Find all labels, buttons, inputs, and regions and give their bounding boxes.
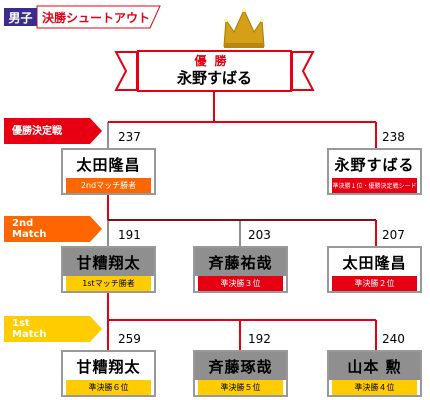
player-card-final-2: 永野すばる 準決勝１位・優勝決定戦シード [327,148,422,195]
page-title: 決勝シュートアウト [42,10,151,25]
player-card-second-1: 甘糟翔太 1stマッチ勝者 [61,246,156,293]
player-name: 太田隆昌 [63,150,154,178]
ribbon-left [114,51,138,91]
score-first-3: 240 [382,332,405,346]
player-name: 斉藤祐哉 [195,248,286,276]
crown-icon [223,8,265,48]
player-card-final-1: 太田隆昌 2ndマッチ勝者 [61,148,156,195]
score-first-2: 192 [248,332,271,346]
ribbon-right [291,51,315,91]
player-note: 準決勝１位・優勝決定戦シード [332,178,417,193]
player-note: 準決勝６位 [66,380,151,395]
tag-final-shape [4,118,102,144]
score-second-1: 191 [118,228,141,242]
score-final-1: 237 [118,130,141,144]
champion-box: 優勝 永野すばる [137,50,292,92]
player-card-first-1: 甘糟翔太 準決勝６位 [61,350,156,397]
round-tag-second: 2nd Match [4,216,102,242]
player-name: 甘糟翔太 [63,248,154,276]
round-tag-first: 1st Match [4,316,102,342]
player-name: 山本 勲 [329,352,420,380]
round-tag-second-label: 2nd Match [12,218,47,240]
tag-second-shape [4,216,102,242]
player-note: 2ndマッチ勝者 [66,178,151,193]
player-card-first-2: 斉藤琢哉 準決勝５位 [193,350,288,397]
score-first-1: 259 [118,332,141,346]
score-final-2: 238 [382,130,405,144]
champion-label: 優勝 [194,54,235,68]
player-note: 準決勝５位 [198,380,283,395]
round-tag-first-label: 1st Match [12,318,47,340]
score-second-3: 207 [382,228,405,242]
header-banner [36,5,161,29]
player-card-second-2: 斉藤祐哉 準決勝３位 [193,246,288,293]
player-note: 準決勝３位 [198,276,283,291]
player-note: 準決勝２位 [332,276,417,291]
gender-badge: 男子 [4,8,37,26]
champion-name: 永野すばる [176,69,252,87]
round-tag-final-label: 優勝決定戦 [12,125,62,137]
player-card-second-3: 太田隆昌 準決勝２位 [327,246,422,293]
player-card-first-3: 山本 勲 準決勝４位 [327,350,422,397]
score-second-2: 203 [248,228,271,242]
player-note: 準決勝４位 [332,380,417,395]
player-name: 斉藤琢哉 [195,352,286,380]
player-name: 太田隆昌 [329,248,420,276]
round-tag-final: 優勝決定戦 [4,118,102,144]
player-name: 永野すばる [329,150,420,178]
player-note: 1stマッチ勝者 [66,276,151,291]
tag-first-shape [4,316,102,342]
player-name: 甘糟翔太 [63,352,154,380]
